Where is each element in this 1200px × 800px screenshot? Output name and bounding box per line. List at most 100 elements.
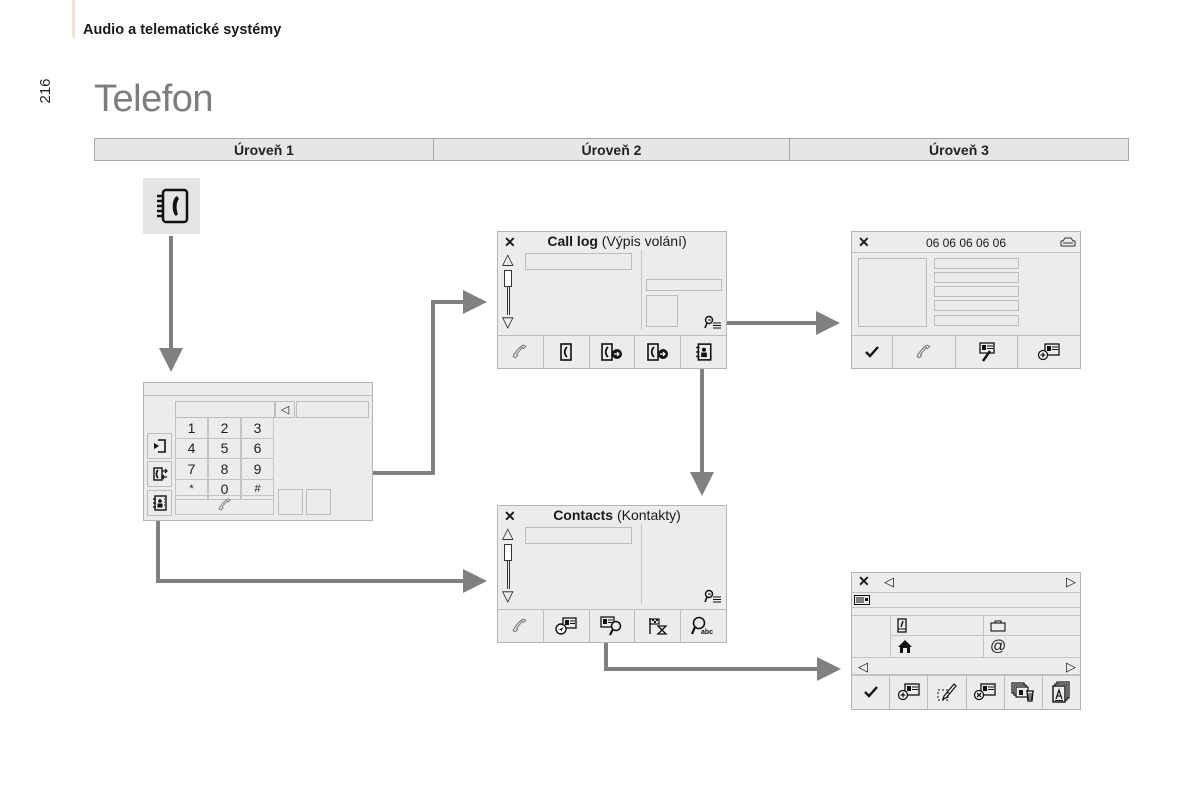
sort-button[interactable] — [635, 610, 682, 642]
detail-field — [934, 258, 1019, 269]
phone-book-button[interactable] — [143, 178, 200, 234]
contacts-button[interactable] — [681, 336, 726, 368]
spacer-row — [852, 608, 1080, 616]
list-item[interactable] — [525, 253, 632, 270]
card-header: ✕ ◁ ▷ — [852, 573, 1080, 593]
scroll-up-button[interactable]: △ — [502, 251, 514, 268]
close-button[interactable]: ✕ — [858, 573, 870, 589]
key-3[interactable]: 3 — [241, 418, 274, 439]
levels-header: Úroveň 1 Úroveň 2 Úroveň 3 — [94, 138, 1129, 161]
scrollbar-thumb[interactable] — [504, 544, 512, 561]
call-button[interactable] — [498, 336, 544, 368]
status-strip — [144, 383, 372, 396]
key-5[interactable]: 5 — [208, 438, 241, 459]
all-calls-button[interactable] — [544, 336, 590, 368]
search-list-icon[interactable] — [704, 589, 722, 603]
sort-icon — [649, 618, 668, 635]
level-2-header: Úroveň 2 — [434, 139, 790, 160]
phone-book-icon — [156, 188, 188, 224]
delete-all-button[interactable] — [1005, 675, 1043, 709]
next-page-button[interactable]: ▷ — [1066, 659, 1076, 674]
call-button[interactable] — [893, 336, 956, 368]
close-button[interactable]: ✕ — [858, 234, 870, 250]
home-field[interactable] — [890, 636, 983, 657]
confirm-button[interactable] — [852, 336, 893, 368]
search-list-icon[interactable] — [704, 315, 722, 329]
add-contact-icon — [1038, 343, 1060, 361]
detail-field — [934, 272, 1019, 283]
key-0[interactable]: 0 — [208, 479, 241, 500]
scrollbar-track[interactable] — [507, 287, 510, 315]
scroll-up-button[interactable]: △ — [502, 525, 514, 542]
font-size-button[interactable] — [1043, 675, 1080, 709]
backspace-button[interactable]: ◁ — [275, 401, 295, 418]
key-hash[interactable]: # — [241, 479, 274, 500]
missed-calls-button[interactable] — [590, 336, 636, 368]
page-title: Telefon — [94, 78, 214, 120]
handset-icon — [217, 498, 231, 511]
navigate-to-contact-button[interactable] — [544, 610, 590, 642]
handset-icon — [512, 618, 527, 633]
missed-call-icon — [601, 343, 622, 361]
add-contact-button[interactable] — [1018, 336, 1080, 368]
key-7[interactable]: 7 — [175, 459, 208, 480]
phone-row — [890, 616, 1080, 636]
received-calls-button[interactable] — [635, 336, 682, 368]
call-button[interactable] — [498, 610, 544, 642]
call-log-toolbar — [498, 335, 726, 368]
contacts-toolbar: abc — [498, 609, 726, 642]
suggestion-field — [296, 401, 369, 418]
call-button[interactable] — [175, 495, 274, 515]
next-contact-button[interactable]: ▷ — [1066, 574, 1076, 589]
title-translation: (Kontakty) — [613, 507, 681, 523]
divider — [641, 250, 642, 330]
close-button[interactable]: ✕ — [504, 234, 516, 250]
key-star[interactable]: * — [175, 479, 208, 500]
search-contact-icon — [600, 616, 622, 636]
prev-page-button[interactable]: ◁ — [858, 659, 868, 674]
header-accent-bar — [72, 0, 75, 38]
briefcase-icon — [990, 620, 1006, 632]
mobile-field[interactable] — [890, 616, 983, 635]
add-contact-icon — [897, 683, 920, 701]
key-2[interactable]: 2 — [208, 418, 241, 439]
navigate-contact-icon — [555, 617, 577, 635]
option-box-2[interactable] — [306, 489, 331, 515]
contacts-button[interactable] — [147, 490, 172, 516]
number-input[interactable] — [175, 401, 275, 418]
scrollbar-track[interactable] — [507, 561, 510, 589]
call-detail-screen: ✕ 06 06 06 06 06 — [851, 231, 1081, 369]
scrollbar-thumb[interactable] — [504, 270, 512, 287]
level-3-header: Úroveň 3 — [929, 141, 989, 158]
confirm-button[interactable] — [852, 675, 891, 709]
contacts-book-icon — [152, 495, 167, 511]
add-contact-button[interactable] — [890, 675, 929, 709]
close-button[interactable]: ✕ — [504, 508, 516, 524]
divider — [852, 252, 1080, 253]
prev-contact-button[interactable]: ◁ — [884, 574, 894, 589]
scroll-down-button[interactable]: ▽ — [502, 588, 514, 605]
exit-button[interactable] — [147, 433, 172, 459]
list-item[interactable] — [525, 527, 632, 544]
key-9[interactable]: 9 — [241, 459, 274, 480]
key-6[interactable]: 6 — [241, 438, 274, 459]
option-box-1[interactable] — [278, 489, 303, 515]
edit-contact-icon — [978, 342, 995, 362]
contact-card-toolbar — [852, 674, 1080, 709]
edit-button[interactable] — [928, 675, 967, 709]
scroll-down-button[interactable]: ▽ — [502, 314, 514, 331]
key-4[interactable]: 4 — [175, 438, 208, 459]
section-title: Audio a telematické systémy — [83, 22, 282, 38]
edit-icon — [937, 683, 957, 701]
delete-contact-button[interactable] — [967, 675, 1005, 709]
contacts-book-icon — [695, 343, 712, 361]
search-by-name-button[interactable]: abc — [681, 610, 726, 642]
key-8[interactable]: 8 — [208, 459, 241, 480]
email-field[interactable]: @ — [983, 636, 1080, 657]
key-1[interactable]: 1 — [175, 418, 208, 439]
edit-contact-button[interactable] — [956, 336, 1019, 368]
call-log-button[interactable] — [147, 461, 172, 487]
work-field[interactable] — [983, 616, 1080, 635]
handset-icon — [512, 344, 527, 359]
search-contact-button[interactable] — [590, 610, 636, 642]
